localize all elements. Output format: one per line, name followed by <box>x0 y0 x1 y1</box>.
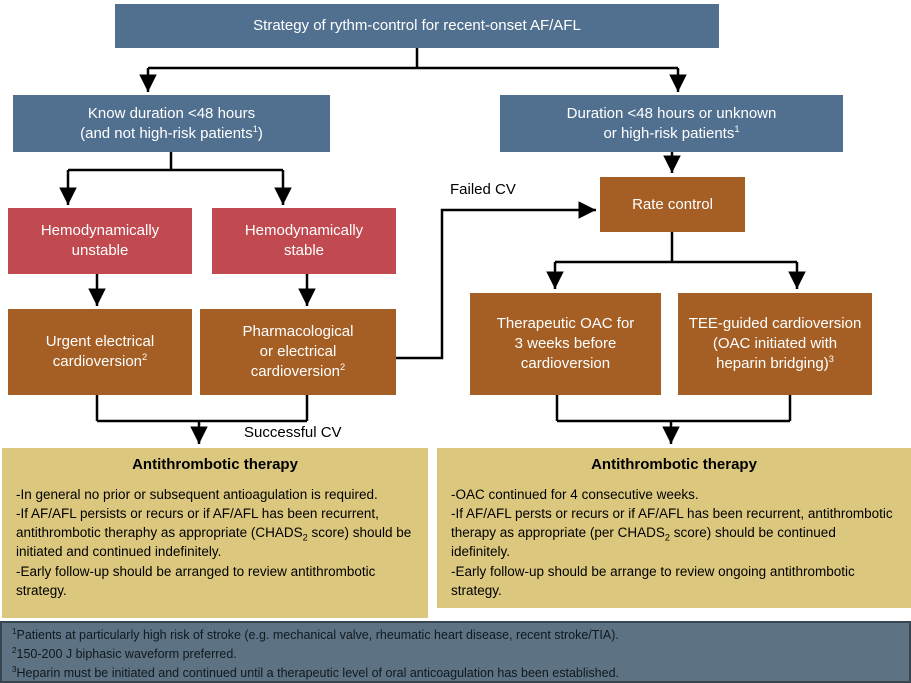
panel-right-bullet-2-text: -If AF/AFL persts or recurs or if AF/AFL… <box>451 506 893 541</box>
footnote-1-sup: 1 <box>12 626 17 636</box>
panel-left-bullet-2: -If AF/AFL persists or recurs or if AF/A… <box>16 504 414 561</box>
node-hemo-unstable: Hemodynamically unstable <box>8 208 192 274</box>
panel-right-bullet-1-text: -OAC continued for 4 consecutive weeks. <box>451 487 699 502</box>
node-rate-control-text: Rate control <box>632 195 713 213</box>
footnote-2: 2150-200 J biphasic waveform preferred. <box>12 645 899 664</box>
footnote-1-text: Patients at particularly high risk of st… <box>16 628 619 642</box>
node-strategy-title-text: Strategy of rythm-control for recent-ons… <box>253 17 581 35</box>
panel-antithrombotic-right-header: Antithrombotic therapy <box>591 456 757 473</box>
node-known-duration-line2-text: (and not high-risk patients <box>80 124 253 142</box>
footnote-2-text: 150-200 J biphasic waveform preferred. <box>16 646 237 661</box>
node-known-duration-line2: (and not high-risk patients1) <box>80 124 263 144</box>
node-tee-cardioversion-line3-text: heparin bridging) <box>716 354 829 372</box>
footnote-1: 1Patients at particularly high risk of s… <box>12 626 899 645</box>
node-hemo-unstable-line1: Hemodynamically <box>40 222 160 240</box>
node-pharm-cardioversion-line3-text: cardioversion <box>250 362 341 380</box>
node-hemo-stable-line1: Hemodynamically <box>244 222 364 240</box>
node-unknown-duration-line1: Duration <48 hours or unknown <box>566 104 777 122</box>
chads2-subscript: 2 <box>302 533 308 543</box>
node-hemo-stable: Hemodynamically stable <box>212 208 396 274</box>
node-strategy-title: Strategy of rythm-control for recent-ons… <box>115 4 719 48</box>
node-urgent-cardioversion-line2-text: cardioversion <box>52 353 143 370</box>
node-pharm-cardioversion-line1: Pharmacological <box>242 323 354 341</box>
node-unknown-duration-line2: or high-risk patients1 <box>603 124 739 144</box>
node-oac-3weeks-line3: cardioversion <box>520 354 611 372</box>
node-tee-cardioversion: TEE-guided cardioversion (OAC initiated … <box>678 293 872 395</box>
footnote-3: 3Heparin must be initiated and continued… <box>12 664 899 683</box>
footnote-ref-2: 2 <box>142 352 148 362</box>
footnote-ref-3: 3 <box>828 353 834 364</box>
panel-right-bullet-2: -If AF/AFL persts or recurs or if AF/AFL… <box>451 504 897 561</box>
node-known-duration: Know duration <48 hours (and not high-ri… <box>13 95 330 152</box>
node-pharm-cardioversion-line3: cardioversion2 <box>251 362 345 382</box>
panel-left-bullet-2-post: score) should be initiated and continued… <box>16 525 412 560</box>
footnote-ref-1: 1 <box>252 123 258 134</box>
panel-left-bullet-1-text: -In general no prior or subsequent antio… <box>16 487 378 502</box>
panel-antithrombotic-right: Antithrombotic therapy -OAC continued fo… <box>437 448 911 608</box>
edge-label-failed-cv: Failed CV <box>450 181 516 198</box>
footnote-ref-2: 2 <box>340 361 346 372</box>
node-urgent-cardioversion: Urgent electrical cardioversion2 <box>8 309 192 395</box>
node-urgent-cardioversion-line1: Urgent electrical <box>45 333 155 351</box>
panel-right-bullet-2-post: score) should be continued idefinitely. <box>451 525 836 560</box>
node-known-duration-line1: Know duration <48 hours <box>87 104 256 122</box>
panel-left-bullet-1: -In general no prior or subsequent antio… <box>16 485 414 504</box>
node-tee-cardioversion-line2: (OAC initiated with <box>712 335 838 353</box>
node-oac-3weeks: Therapeutic OAC for 3 weeks before cardi… <box>470 293 661 395</box>
node-unknown-duration: Duration <48 hours or unknown or high-ri… <box>500 95 843 152</box>
node-known-duration-line2-close: ) <box>257 124 263 142</box>
footnote-3-sup: 3 <box>12 664 17 674</box>
node-pharm-cardioversion-line2: or electrical <box>259 343 337 361</box>
node-urgent-cardioversion-line2: cardioversion2 <box>53 352 147 372</box>
panel-right-bullet-1: -OAC continued for 4 consecutive weeks. <box>451 485 897 504</box>
panel-antithrombotic-left-header: Antithrombotic therapy <box>132 456 298 473</box>
panel-right-bullet-3: -Early follow-up should be arrange to re… <box>451 562 897 600</box>
node-pharm-cardioversion: Pharmacological or electrical cardiovers… <box>200 309 396 395</box>
node-hemo-stable-line2: stable <box>283 242 325 259</box>
node-rate-control: Rate control <box>600 177 745 232</box>
node-tee-cardioversion-line3: heparin bridging)3 <box>716 354 834 374</box>
panel-right-bullet-3-text: -Early follow-up should be arrange to re… <box>451 563 855 598</box>
node-unknown-duration-line2-text: or high-risk patients <box>603 124 735 142</box>
panel-antithrombotic-left: Antithrombotic therapy -In general no pr… <box>2 448 428 618</box>
footnotes-panel: 1Patients at particularly high risk of s… <box>0 621 911 683</box>
node-tee-cardioversion-line1: TEE-guided cardioversion <box>688 315 862 333</box>
node-oac-3weeks-line1: Therapeutic OAC for <box>496 315 635 333</box>
panel-left-bullet-3: -Early follow-up should be arranged to r… <box>16 562 414 600</box>
node-oac-3weeks-line2: 3 weeks before <box>514 335 617 353</box>
footnote-3-text: Heparin must be initiated and continued … <box>16 665 619 680</box>
edge-label-successful-cv: Successful CV <box>244 424 342 441</box>
node-hemo-unstable-line2: unstable <box>71 242 129 259</box>
footnote-ref-1: 1 <box>734 123 740 134</box>
chads2-subscript: 2 <box>664 533 670 543</box>
panel-left-bullet-2-text: -If AF/AFL persists or recurs or if AF/A… <box>16 506 379 541</box>
footnote-2-sup: 2 <box>12 645 17 655</box>
panel-left-bullet-3-text: -Early follow-up should be arranged to r… <box>16 563 376 598</box>
